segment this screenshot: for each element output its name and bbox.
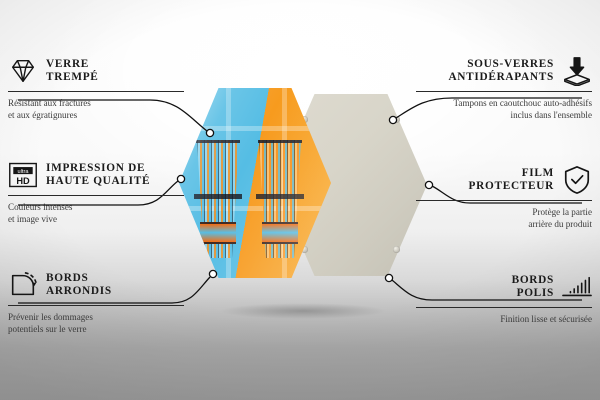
divider (416, 200, 592, 201)
ultra-hd-icon: ultra HD (9, 162, 37, 188)
feature-description: Finition lisse et sécurisée (500, 314, 592, 324)
polished-edge-icon (562, 276, 592, 297)
diamond-icon (11, 59, 35, 83)
divider (416, 307, 592, 308)
feature-title: BORDS POLIS (511, 273, 554, 299)
shield-check-icon (564, 166, 590, 194)
glass-gloss (179, 88, 331, 278)
feature-bords-arrondis[interactable]: BORDS ARRONDIS Prévenir les dommages pot… (8, 270, 184, 335)
svg-text:ultra: ultra (18, 169, 30, 175)
feature-title: VERRE TREMPÉ (46, 57, 99, 83)
svg-text:HD: HD (16, 176, 30, 186)
feature-sous-verres-antiderapants[interactable]: SOUS-VERRES ANTIDÉRAPANTS Tampons en cao… (416, 56, 592, 121)
divider (8, 195, 184, 196)
rubber-pad (301, 246, 308, 253)
divider (416, 91, 592, 92)
feature-description: Couleurs intenses et image vive (8, 202, 73, 225)
feature-bords-polis[interactable]: BORDS POLIS Finition lisse et sécurisée (416, 272, 592, 325)
rubber-pad (393, 246, 400, 253)
feature-title: FILM PROTECTEUR (468, 166, 554, 192)
anti-slip-pad-icon (564, 57, 590, 86)
feature-description: Résistant aux fractures et aux égratignu… (8, 98, 91, 121)
rubber-pad (393, 116, 400, 123)
feature-impression-haute-qualite[interactable]: ultra HD IMPRESSION DE HAUTE QUALITÉ Cou… (8, 160, 184, 225)
feature-title: SOUS-VERRES ANTIDÉRAPANTS (448, 57, 554, 83)
divider (8, 91, 184, 92)
divider (8, 305, 184, 306)
feature-verre-trempe[interactable]: VERRE TREMPÉ Résistant aux fractures et … (8, 56, 184, 121)
feature-title: BORDS ARRONDIS (46, 271, 112, 297)
feature-description: Tampons en caoutchouc auto-adhésifs incl… (453, 98, 592, 121)
feature-title: IMPRESSION DE HAUTE QUALITÉ (46, 161, 151, 187)
feature-film-protecteur[interactable]: FILM PROTECTEUR Protège la partie arrièr… (416, 165, 592, 230)
coaster-front (179, 88, 331, 278)
product-image (175, 84, 427, 316)
feature-description: Prévenir les dommages potentiels sur le … (8, 312, 93, 335)
rounded-corner-icon (11, 272, 37, 296)
product-shadow (188, 300, 418, 322)
feature-description: Protège la partie arrière du produit (528, 207, 592, 230)
